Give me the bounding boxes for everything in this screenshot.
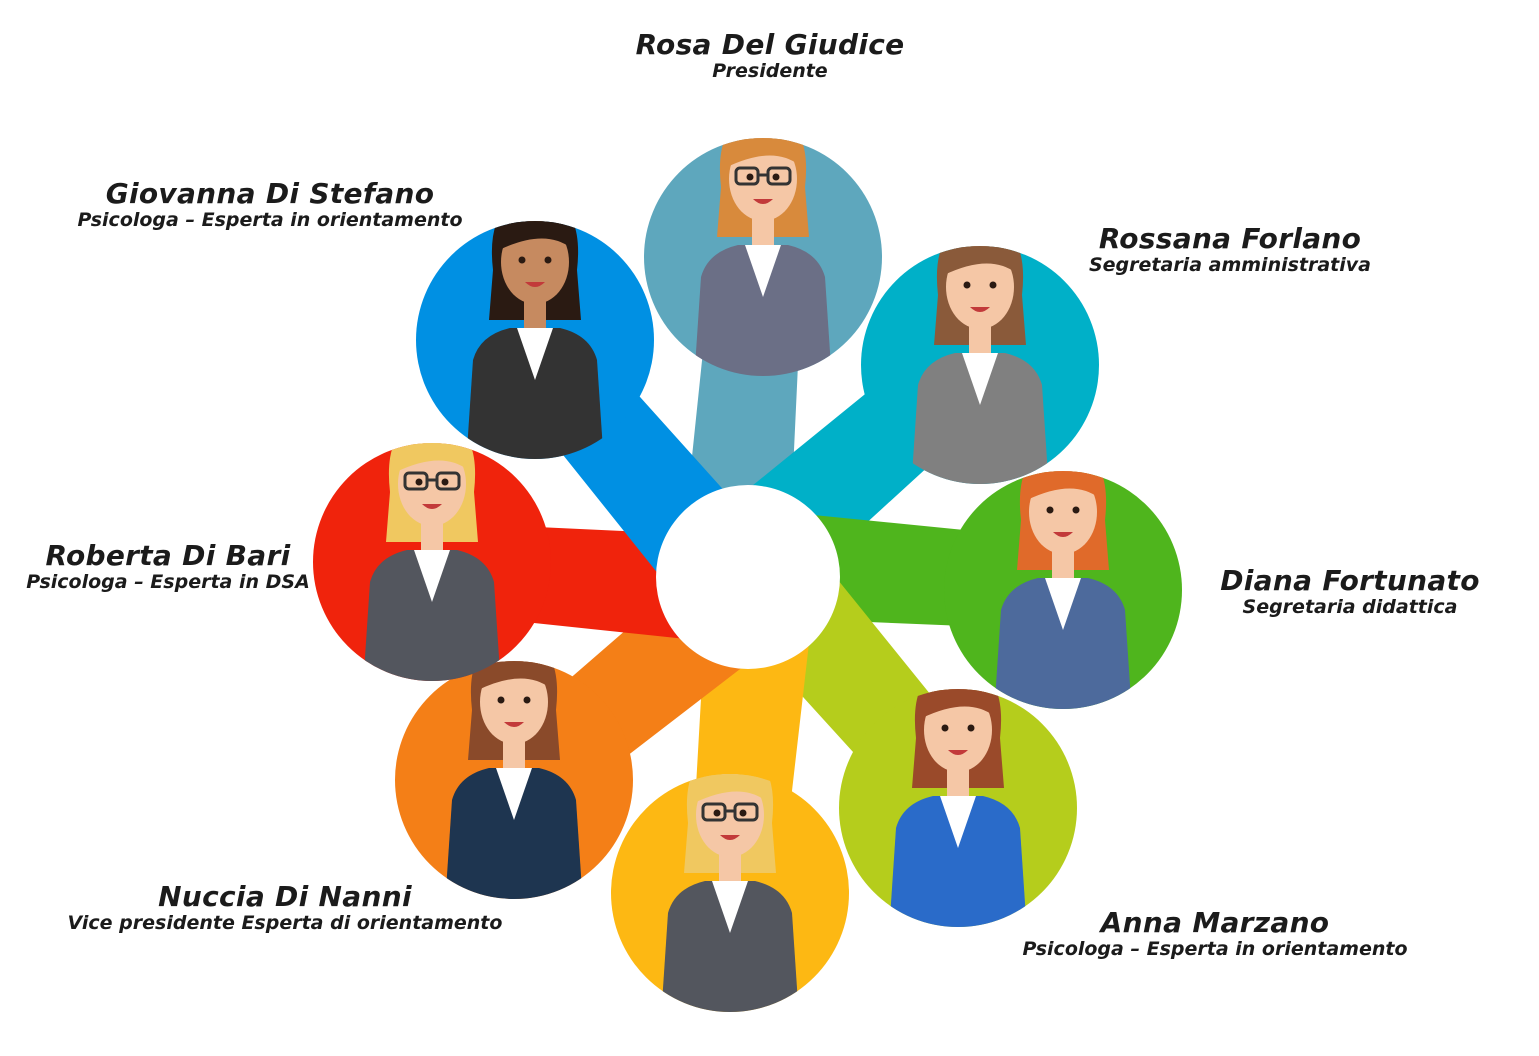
member-node-anna bbox=[839, 689, 1077, 927]
member-role: Psicologa – Esperta in orientamento bbox=[77, 209, 463, 231]
member-name: Diana Fortunato bbox=[1220, 564, 1480, 597]
member-node-nuccia bbox=[395, 661, 633, 899]
member-label-rossana: Rossana Forlano Segretaria amministrativ… bbox=[1050, 222, 1410, 277]
member-name: Rosa Del Giudice bbox=[635, 28, 905, 61]
woman-avatar-icon bbox=[444, 661, 584, 899]
member-label-nuccia: Nuccia Di Nanni Vice presidente Esperta … bbox=[30, 880, 540, 935]
member-label-diana: Diana Fortunato Segretaria didattica bbox=[1190, 564, 1510, 619]
member-node-diana bbox=[944, 471, 1182, 709]
member-node-rossana bbox=[861, 246, 1099, 484]
member-label-roberta: Roberta Di Bari Psicologa – Esperta in D… bbox=[8, 539, 328, 594]
woman-avatar-icon bbox=[993, 471, 1133, 709]
member-node-giovanna bbox=[416, 221, 654, 459]
member-node-unnamed bbox=[611, 774, 849, 1012]
member-role: Segretaria didattica bbox=[1242, 596, 1458, 618]
member-node-roberta bbox=[313, 443, 551, 681]
member-circles bbox=[313, 138, 1182, 1012]
member-role: Psicologa – Esperta in orientamento bbox=[1022, 938, 1408, 960]
member-name: Rossana Forlano bbox=[1098, 222, 1362, 255]
member-role: Segretaria amministrativa bbox=[1088, 254, 1371, 276]
woman-avatar-icon bbox=[693, 138, 833, 376]
member-label-giovanna: Giovanna Di Stefano Psicologa – Esperta … bbox=[40, 177, 500, 232]
member-name: Roberta Di Bari bbox=[45, 539, 291, 572]
woman-avatar-icon bbox=[465, 221, 605, 459]
woman-avatar-icon bbox=[660, 774, 800, 1012]
member-label-anna: Anna Marzano Psicologa – Esperta in orie… bbox=[990, 906, 1440, 961]
member-role: Presidente bbox=[712, 60, 828, 82]
member-role: Vice presidente Esperta di orientamento bbox=[67, 912, 503, 934]
member-name: Anna Marzano bbox=[1100, 906, 1330, 939]
member-role: Psicologa – Esperta in DSA bbox=[26, 571, 310, 593]
center-hole bbox=[656, 485, 840, 669]
member-name: Giovanna Di Stefano bbox=[105, 177, 435, 210]
member-label-rosa: Rosa Del Giudice Presidente bbox=[600, 28, 940, 83]
member-node-rosa bbox=[644, 138, 882, 376]
member-name: Nuccia Di Nanni bbox=[158, 880, 412, 913]
woman-avatar-icon bbox=[888, 689, 1028, 927]
woman-avatar-icon bbox=[910, 246, 1050, 484]
